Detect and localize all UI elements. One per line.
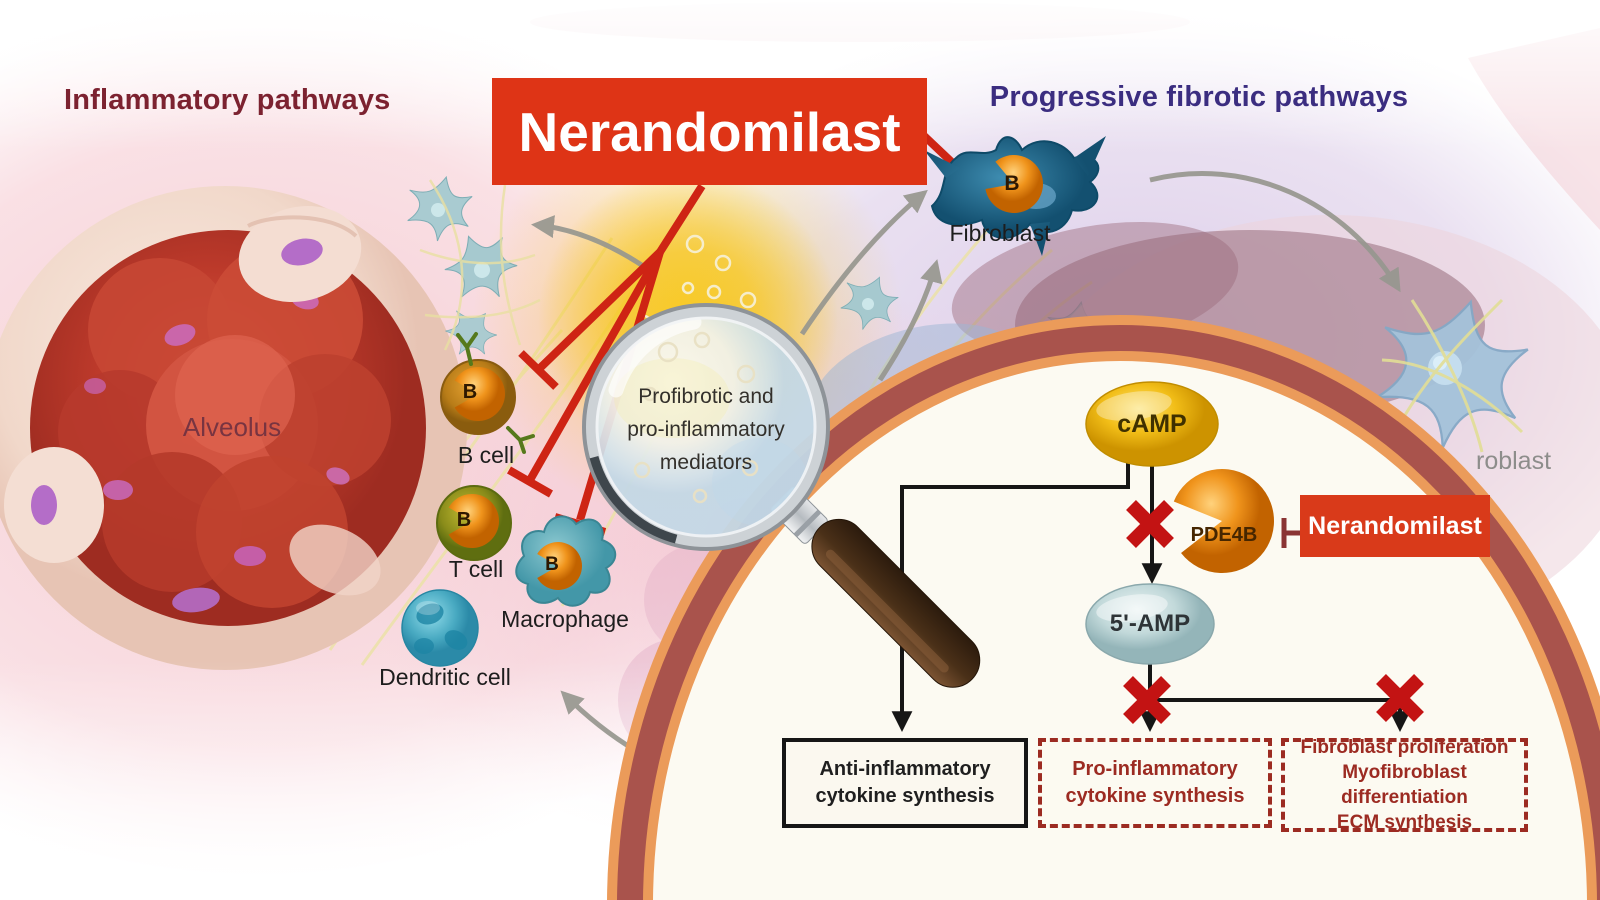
alveolus-illustration <box>0 186 467 670</box>
arrow-to-fibroblast <box>799 189 928 336</box>
title-inflammatory: Inflammatory pathways <box>64 84 391 116</box>
gray-arrows <box>531 171 1401 759</box>
anti-box-line1: Anti-inflammatory <box>819 758 991 780</box>
title-fibrotic: Progressive fibrotic pathways <box>989 81 1409 113</box>
anti-box-line2: cytokine synthesis <box>815 785 995 807</box>
dendritic-cell-label: Dendritic cell <box>379 664 511 690</box>
amp-shape <box>1085 583 1215 665</box>
camp-label: cAMP <box>1117 410 1187 438</box>
magnifier-icon <box>582 303 981 688</box>
pde4b-badge-fibroblast: B <box>1004 172 1020 195</box>
magnifier-text: Profibrotic and pro-inflammatory mediato… <box>586 380 826 479</box>
nerandomilast-tbar-icon <box>1281 518 1302 548</box>
magnifier-text-line2: pro-inflammatory <box>627 418 785 441</box>
pro-box-line2: cytokine synthesis <box>1065 785 1245 807</box>
t-cell-label: T cell <box>448 556 504 582</box>
alveolus-label: Alveolus <box>182 412 282 442</box>
anti-inflammatory-box: Anti-inflammatory cytokine synthesis <box>782 738 1028 828</box>
pde4b-badge-macrophage: B <box>545 554 559 575</box>
pde4b-badge-t-cell: B <box>456 509 472 531</box>
fibroblast-icon <box>924 136 1106 256</box>
myofibroblast-label-partial: roblast <box>1476 447 1552 475</box>
fibrosis-box-line1: Fibroblast proliferation <box>1300 737 1509 758</box>
fibroblast-label: Fibroblast <box>949 220 1051 246</box>
pde4b-label: PDE4B <box>1190 524 1258 546</box>
nerandomilast-inset-box: Nerandomilast <box>1300 495 1490 557</box>
pro-inflammatory-box: Pro-inflammatory cytokine synthesis <box>1038 738 1272 828</box>
fibrosis-box: Fibroblast proliferation Myofibroblast d… <box>1281 737 1528 833</box>
fibrosis-box-line2: Myofibroblast differentiation <box>1341 762 1468 808</box>
magnifier-text-line3: mediators <box>659 451 753 474</box>
pro-box-line1: Pro-inflammatory <box>1072 758 1238 780</box>
arrow-to-myofibroblast <box>1149 171 1401 293</box>
t-bar-icon <box>507 466 553 498</box>
lens-bubbles <box>633 331 759 504</box>
t-bar-icon <box>518 350 559 390</box>
magnifier-lens <box>594 315 818 539</box>
arrow-to-upper-left <box>531 215 654 275</box>
pde4b-badge-b-cell: B <box>462 381 478 403</box>
fibrosis-box-line3: ECM synthesis <box>1336 812 1473 833</box>
b-cell-label: B cell <box>457 442 515 468</box>
arrow-up-right <box>877 259 943 382</box>
receptor-icon <box>456 332 535 454</box>
dendritic-cell-icon <box>401 589 479 667</box>
magnifier-text-line1: Profibrotic and <box>638 385 774 408</box>
five-amp-label: 5'-AMP <box>1109 610 1191 637</box>
macrophage-label: Macrophage <box>501 606 629 632</box>
teal-cell-cluster <box>398 168 1114 426</box>
nerandomilast-main-box: Nerandomilast <box>492 78 927 185</box>
b-cell-icon <box>440 332 535 454</box>
macrophage-icon <box>515 515 617 607</box>
t-cell-icon <box>436 485 512 561</box>
camp-shape <box>1085 381 1219 467</box>
